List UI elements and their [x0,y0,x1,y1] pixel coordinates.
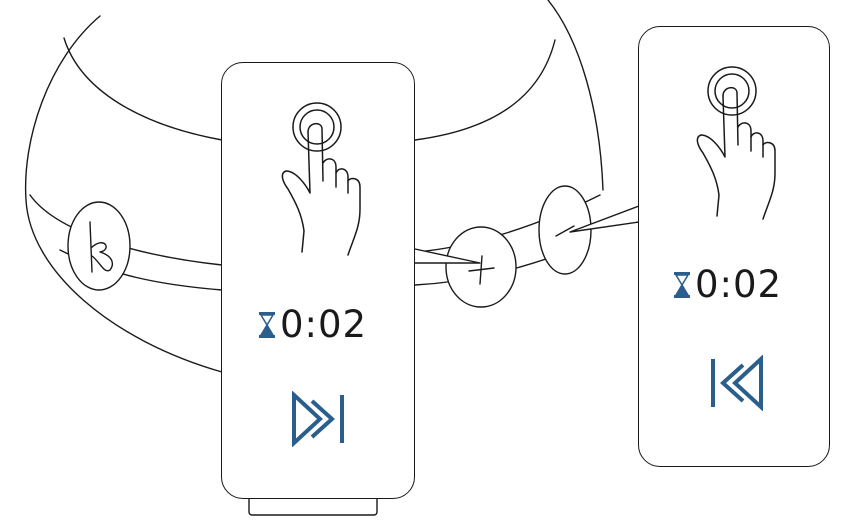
speaker-rim-left [63,37,223,141]
logo-icon [89,221,114,273]
speaker-rim-right [414,39,556,141]
timer-value: 0:02 [695,263,783,306]
hold-timer: 0:02 [671,263,782,306]
callout-panel-skip-forward: 0:02 [221,62,415,499]
speaker-body [24,15,223,373]
timer-value: 0:02 [280,303,368,346]
skip-forward-icon [292,391,344,447]
logo-button[interactable] [67,201,131,291]
callout-panel-skip-back: 0:02 [638,26,830,467]
skip-back-icon [711,355,763,411]
press-and-hold-icon [696,66,776,220]
speaker-body-right [547,0,604,191]
hourglass-icon [674,271,690,298]
minus-icon [555,225,575,237]
volume-down-button[interactable] [538,185,592,275]
hourglass-icon [259,311,275,338]
press-and-hold-icon [281,102,361,256]
hold-timer: 0:02 [256,303,367,346]
callout-pointer-left [414,248,481,264]
callout-pointer-right [569,205,640,233]
plus-icon [468,255,495,285]
